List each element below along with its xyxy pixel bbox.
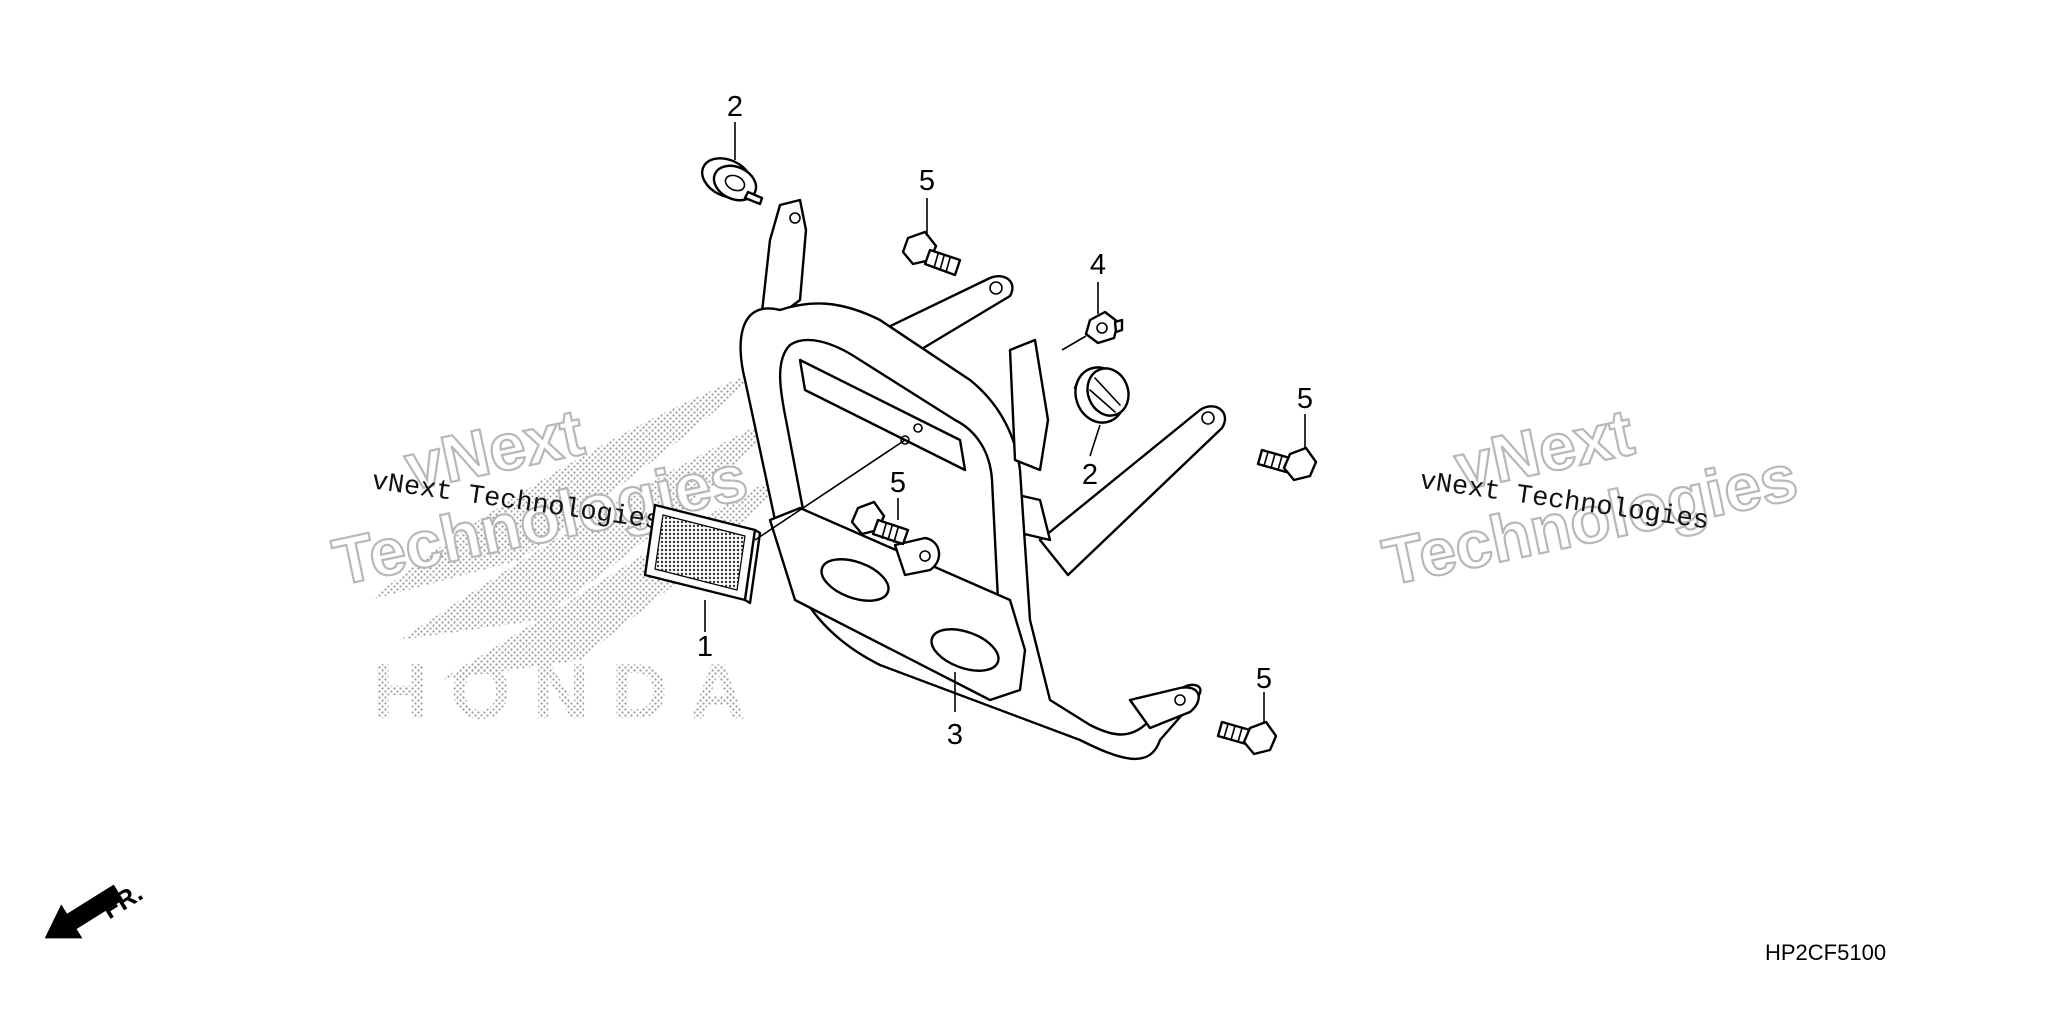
reflector [643, 503, 762, 605]
callout-5-right: 5 [1297, 383, 1313, 415]
rubber-cushion-top [701, 157, 764, 206]
bolt-middle [850, 500, 910, 546]
front-arrow-icon [44, 884, 124, 939]
bolt-bottom [1216, 720, 1278, 756]
callout-1: 1 [697, 631, 713, 663]
bolt-right [1256, 446, 1318, 482]
honda-brand-watermark: HONDA [372, 647, 768, 735]
callout-5-middle: 5 [890, 467, 906, 499]
callout-3: 3 [947, 719, 963, 751]
rubber-cushion-right [1073, 366, 1130, 424]
nut [1084, 310, 1124, 345]
front-label: FR. [96, 877, 147, 925]
bolt-top [901, 230, 962, 277]
callout-5-top: 5 [919, 165, 935, 197]
callout-2-top: 2 [727, 91, 743, 123]
callouts: 2 5 4 2 5 5 1 3 5 [697, 91, 1313, 751]
callout-2-right: 2 [1082, 459, 1098, 491]
callout-5-bottom: 5 [1256, 663, 1272, 695]
leader-lines [704, 122, 1306, 724]
callout-4: 4 [1090, 249, 1106, 281]
front-direction-indicator: FR. [44, 877, 148, 939]
diagram-code: HP2CF5100 [1765, 940, 1886, 965]
front-guard [739, 198, 1202, 761]
watermark-right: vNext Technologies vNext Technologies [1376, 393, 1805, 600]
